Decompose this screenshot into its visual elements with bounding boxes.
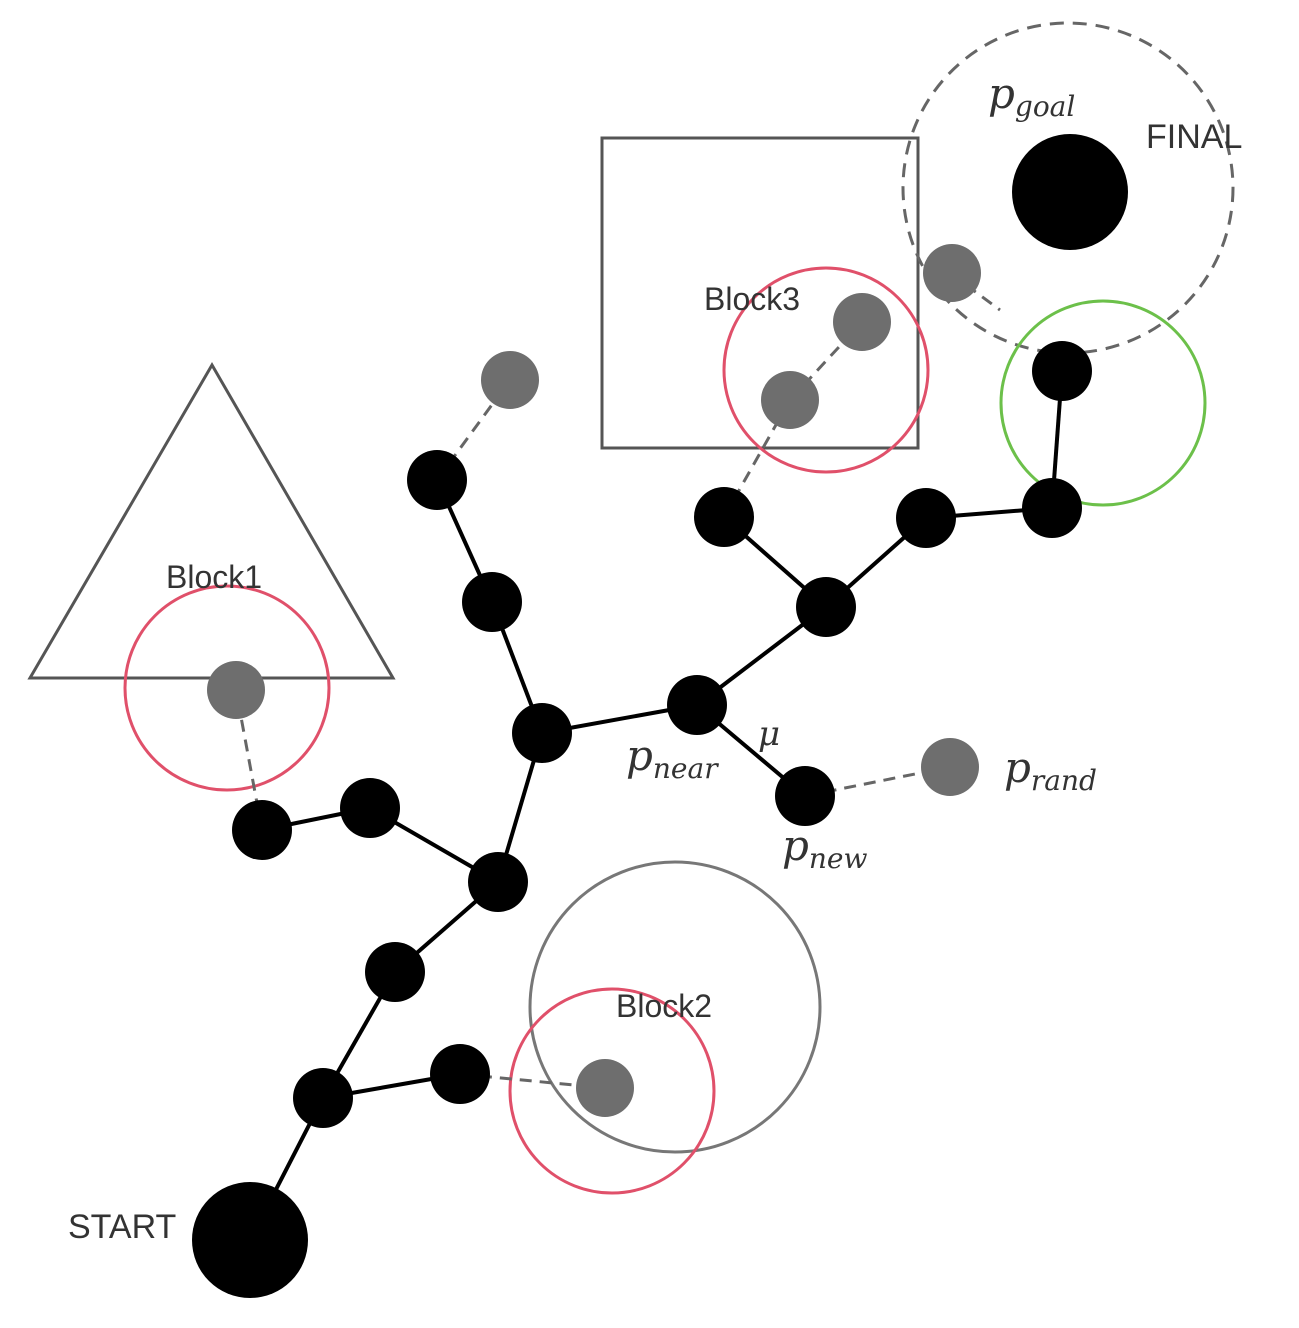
tree-node	[232, 800, 292, 860]
block2-label: Block2	[616, 988, 712, 1024]
block1-label: Block1	[166, 559, 262, 595]
block1-triangle	[27, 362, 396, 680]
start-label: START	[68, 1208, 176, 1246]
sample-node	[923, 244, 981, 302]
sample-node	[833, 293, 891, 351]
tree-node	[293, 1068, 353, 1128]
tree-node	[340, 778, 400, 838]
tree-node-p-new	[775, 766, 835, 826]
final-node	[1012, 134, 1128, 250]
tree-node	[796, 577, 856, 637]
tree-node	[694, 487, 754, 547]
sample-node-p-rand	[921, 738, 979, 796]
sample-edges	[234, 271, 1001, 1090]
tree-node	[462, 572, 522, 632]
tree-node	[468, 852, 528, 912]
p-new-label: pnew	[782, 821, 867, 875]
collision-circle-block1	[123, 584, 331, 792]
goal-check-circle	[999, 299, 1207, 507]
p-goal-label: pgoal	[988, 69, 1075, 123]
sample-node	[576, 1059, 634, 1117]
collision-circle-block3	[722, 266, 930, 474]
sample-node	[761, 371, 819, 429]
block2-circle	[528, 860, 822, 1154]
sample-node	[481, 351, 539, 409]
mu-label: μ	[758, 714, 780, 754]
start-node	[192, 1182, 308, 1298]
sample-node	[207, 661, 265, 719]
tree-node	[1022, 478, 1082, 538]
tree-node	[430, 1044, 490, 1104]
tree-node	[512, 703, 572, 763]
tree-node	[407, 450, 467, 510]
tree-node	[365, 942, 425, 1002]
p-rand-label: prand	[1004, 743, 1097, 797]
p-near-label: pnear	[626, 731, 719, 785]
tree-node	[896, 488, 956, 548]
tree-node-p-near	[667, 675, 727, 735]
tree-node	[1032, 341, 1092, 401]
block3-label: Block3	[704, 281, 800, 317]
collision-circle-block2	[508, 987, 716, 1195]
final-label: FINAL	[1146, 118, 1242, 156]
